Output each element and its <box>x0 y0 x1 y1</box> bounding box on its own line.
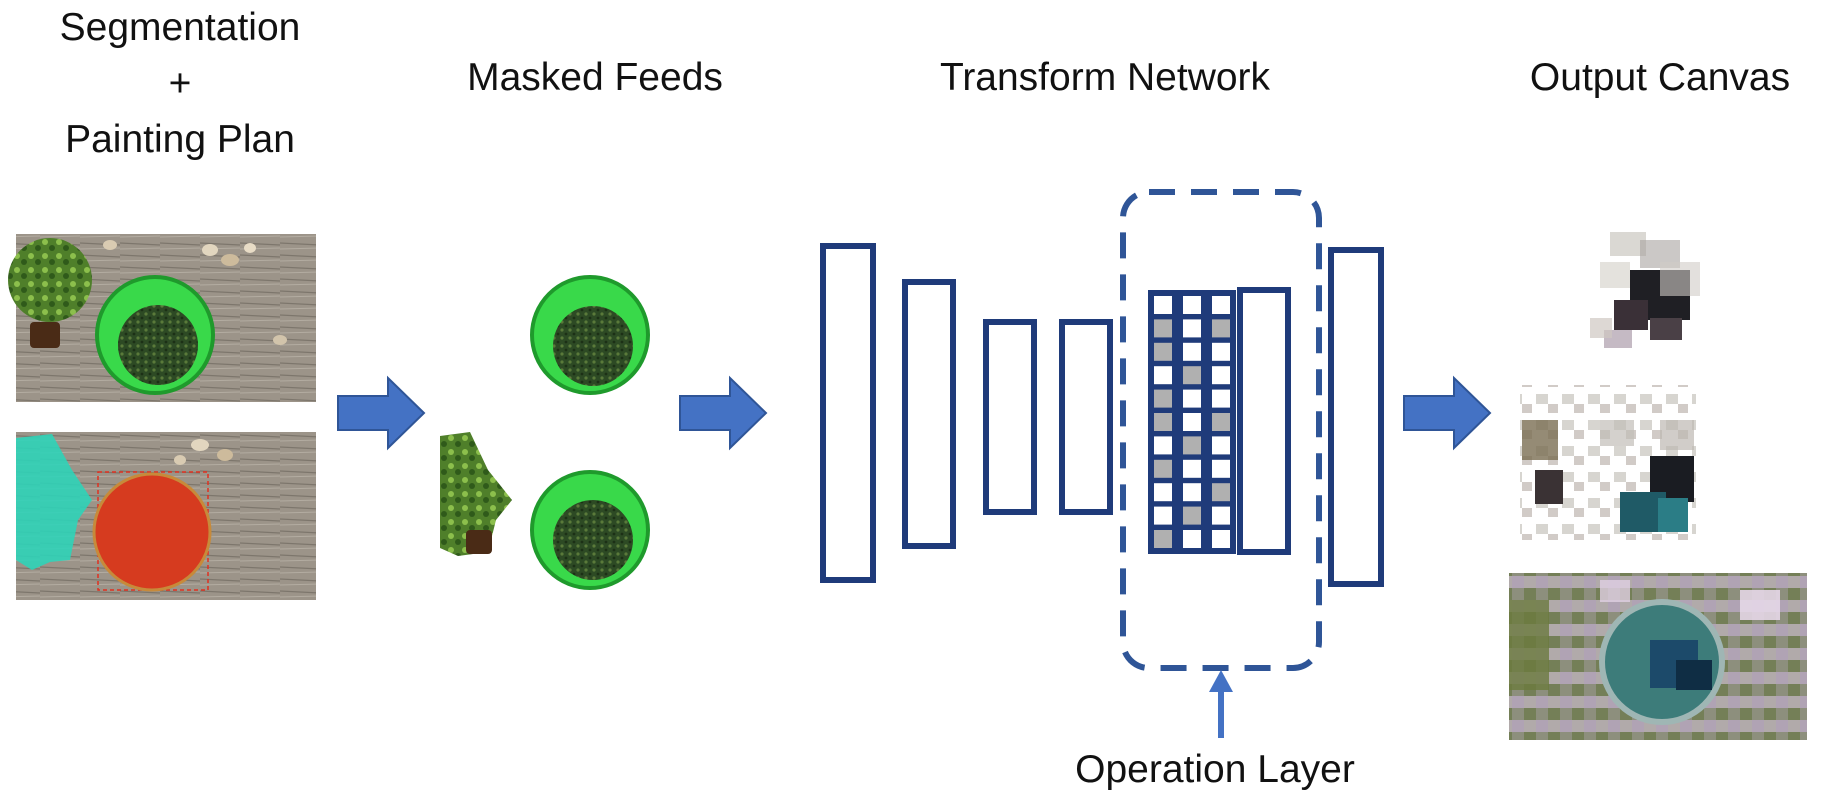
bucket-mask-red <box>92 472 212 592</box>
operation-grid-cell <box>1212 342 1230 361</box>
operation-grid-cell <box>1154 319 1172 338</box>
operation-grid-cell <box>1154 296 1172 314</box>
operation-grid-cell <box>1212 389 1230 408</box>
plant-mask-cyan <box>16 434 92 570</box>
segmentation-title-plus: + <box>168 62 192 105</box>
flow-arrow-3 <box>1403 375 1492 451</box>
segmentation-mask-photo <box>16 432 316 600</box>
output-canvas-title: Output Canvas <box>1529 56 1791 99</box>
operation-layer-label: Operation Layer <box>1075 748 1355 791</box>
operation-grid-cell <box>1212 413 1230 431</box>
operation-grid-cell <box>1154 436 1172 455</box>
operation-grid-cell <box>1183 366 1201 385</box>
operation-grid-cell <box>1154 366 1172 385</box>
pebbles <box>103 240 287 345</box>
operation-grid-cell <box>1154 389 1172 408</box>
masked-feeds-title: Masked Feeds <box>467 56 723 99</box>
plant <box>8 238 92 348</box>
network-layer-3 <box>983 319 1037 515</box>
operation-grid-cell <box>1154 506 1172 525</box>
transform-network-title: Transform Network <box>939 56 1271 99</box>
operation-grid-cell <box>1183 436 1201 455</box>
masked-plant <box>440 432 512 556</box>
output-canvas-stroke-2 <box>1520 385 1696 540</box>
operation-grid-cell <box>1183 413 1201 431</box>
operation-layer-dashed-box <box>1120 189 1322 671</box>
operation-grid-cell <box>1212 319 1230 338</box>
transform-network <box>820 189 1384 671</box>
operation-grid-cell <box>1212 530 1230 548</box>
masked-bucket-bottom <box>530 470 650 590</box>
operation-grid-cell <box>1154 342 1172 361</box>
operation-grid-cell <box>1212 506 1230 525</box>
operation-grid-cell <box>1212 459 1230 478</box>
output-canvas-final <box>1509 573 1807 740</box>
network-layer-2 <box>902 279 956 549</box>
operation-grid-cell <box>1183 506 1201 525</box>
operation-grid-cell <box>1212 436 1230 455</box>
operation-grid-cell <box>1212 366 1230 385</box>
operation-layer-pointer-arrow <box>1209 670 1233 738</box>
flow-arrow-1 <box>337 375 426 451</box>
operation-grid-cell <box>1154 483 1172 502</box>
network-layer-1 <box>820 243 876 583</box>
operation-grid-cell <box>1183 296 1201 314</box>
operation-grid-cell <box>1154 413 1172 431</box>
operation-grid-cell <box>1183 319 1201 338</box>
operation-grid-cell <box>1183 459 1201 478</box>
operation-layer-grid <box>1148 290 1236 554</box>
operation-grid-cell <box>1212 483 1230 502</box>
segmentation-title-line1: Segmentation <box>59 6 301 49</box>
network-layer-4 <box>1059 319 1113 515</box>
masked-bucket-top <box>530 275 650 395</box>
segmentation-title-line2: Painting Plan <box>65 118 295 161</box>
operation-grid-cell <box>1212 296 1230 314</box>
operation-grid-cell <box>1183 483 1201 502</box>
operation-grid-cell <box>1154 530 1172 548</box>
operation-grid-cell <box>1183 342 1201 361</box>
output-canvas-stroke-1 <box>1590 232 1700 348</box>
segmentation-photo <box>8 234 316 402</box>
green-bucket <box>95 275 215 395</box>
network-layer-6 <box>1237 287 1291 555</box>
flow-arrow-2 <box>679 375 768 451</box>
operation-grid-cell <box>1183 389 1201 408</box>
operation-grid-cell <box>1154 459 1172 478</box>
network-layer-7 <box>1328 247 1384 587</box>
pebbles <box>174 439 233 465</box>
operation-grid-cell <box>1183 530 1201 548</box>
